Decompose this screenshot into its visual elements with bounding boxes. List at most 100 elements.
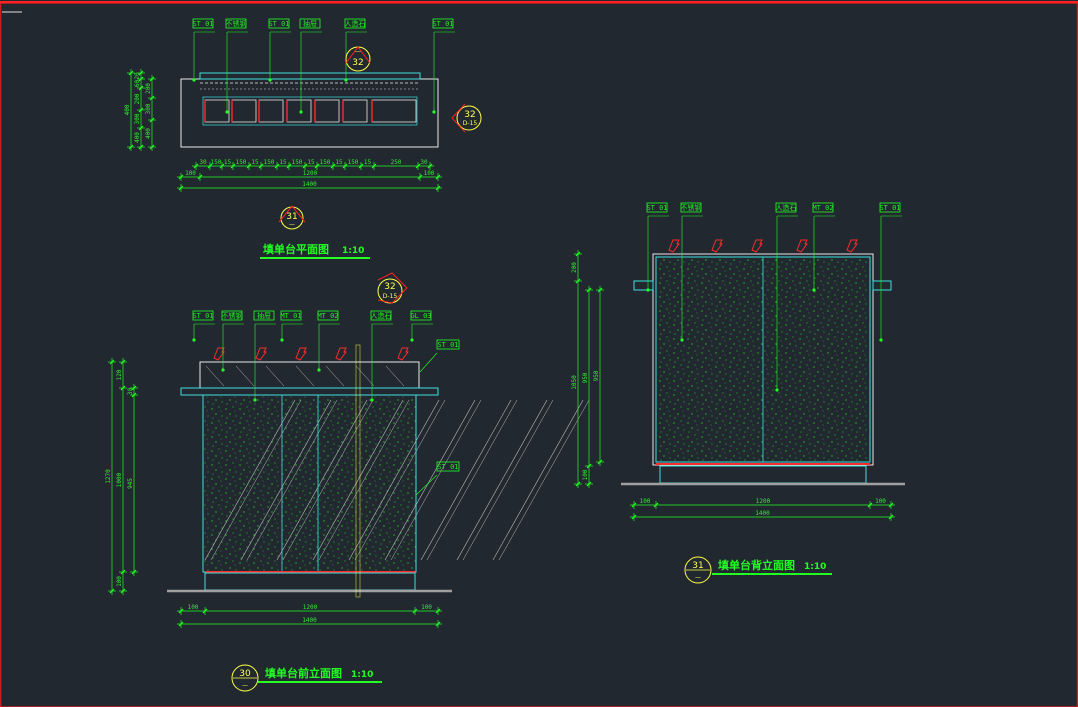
front-hand-symbol-3 (335, 347, 347, 361)
front-dim-row1-tick-0 (178, 608, 184, 614)
front-top-glass-1 (235, 365, 255, 387)
front-glass-line-8 (492, 399, 584, 561)
plan-dim-left-1-label-0: 20 (134, 72, 141, 80)
back-tag-4: ST 01 (879, 202, 902, 342)
back-dim-left-1-label-1: 1050 (571, 375, 578, 390)
plan-tag-5: ST 01 (432, 18, 455, 114)
back-dim-row1-tick-2 (867, 502, 873, 508)
back-title-bubble[interactable]: 31 — (684, 556, 712, 584)
plan-dim-row1-tick-15 (427, 163, 433, 169)
plan-tag-1-box (225, 18, 247, 29)
plan-tag-2-box (268, 18, 290, 29)
back-dim-left-1-tick-0 (575, 251, 581, 257)
back-tag-2: 人造石 (775, 202, 798, 392)
plan-dim-row1-tick-14 (415, 163, 421, 169)
plan-dim-row1-tick-8 (302, 163, 308, 169)
front-glass-line-b-1 (246, 399, 338, 561)
plan-dim-left-1-tick-3 (138, 107, 144, 113)
front-tag-0-label: ST 01 (192, 312, 213, 320)
front-side-tag-0-leader (419, 352, 438, 373)
back-dim-left-2-label-1: 100 (582, 469, 589, 480)
front-hand-symbol-0 (213, 347, 225, 361)
plan-dim-row2-label-1: 1200 (303, 170, 318, 177)
back-dim-left-1-label-0: 200 (571, 262, 578, 273)
plan-title: 填单台平面图 (263, 242, 329, 256)
front-side-marker-num: 32 (384, 282, 395, 292)
plan-dim-row1-tick-13 (371, 163, 377, 169)
plan-dim-row2-tick-1 (197, 174, 203, 180)
plan-dim-row1-tick-10 (330, 163, 336, 169)
front-plinth (204, 572, 416, 591)
front-side-tag-1-leader (415, 474, 438, 496)
back-dim-left-1-tick-2 (575, 481, 581, 487)
plan-tag-2-dot (268, 78, 272, 82)
front-dim-left-3-label-0: 30 (127, 388, 134, 396)
plan-tag-3-box (299, 18, 321, 29)
plan-tag-4-dot (344, 78, 348, 82)
plan-drawer-1 (231, 99, 257, 123)
front-dim-row1-label-1: 1200 (303, 604, 318, 611)
plan-dim-left-2-label-0: 200 (145, 83, 152, 94)
front-tag-3-dot (280, 338, 284, 342)
front-glass-line-b-4 (354, 399, 446, 561)
plan-tag-3-label: 抽屉 (303, 19, 317, 28)
front-glass-line-1 (240, 399, 332, 561)
back-dim-left-2-label-0: 950 (582, 372, 589, 383)
back-dim-total-tick-1 (888, 514, 894, 520)
plan-tag-1: 不锈钢 (225, 18, 248, 114)
back-dim-left-2: 950 100 (582, 286, 593, 488)
back-title-bubble-sub: — (695, 574, 701, 581)
plan-drawer-4 (314, 99, 340, 123)
front-title-bubble[interactable]: 30 — (231, 664, 259, 692)
plan-tag-2-label: ST 01 (268, 20, 289, 28)
front-scale: 1:10 (351, 670, 373, 680)
front-tag-5-dot (370, 398, 374, 402)
front-glass-line-b-2 (282, 399, 374, 561)
back-dim-total: 1400 (630, 510, 895, 521)
back-tag-3-dot (812, 288, 816, 292)
plan-dim-left-3-tick-0 (128, 70, 134, 76)
plan-dim-left-1-tick-4 (138, 125, 144, 131)
plan-drawer-6 (371, 99, 417, 123)
front-dim-left-1-label-0: 1270 (105, 469, 112, 484)
front-tag-1-box (221, 310, 243, 321)
plan-section-marker-sub: — (355, 48, 361, 55)
front-tag-2-box (253, 310, 275, 321)
front-glass-line-b-3 (318, 399, 410, 561)
plan-side-marker[interactable]: 32 D-15 (451, 103, 482, 133)
plan-tag-5-dot (432, 110, 436, 114)
back-right-ledge (872, 280, 892, 291)
plan-tag-0-dot (192, 78, 196, 82)
plan-dim-row1-label-3: 150 (236, 159, 247, 166)
front-glass-line-0 (204, 399, 296, 561)
plan-tag-4-box (344, 18, 366, 29)
front-dim-left-3-label-1: 945 (127, 478, 134, 489)
front-glass-line-5 (384, 399, 476, 561)
plan-dim-left-1-tick-5 (138, 144, 144, 150)
front-dim-left-2-label-2: 100 (116, 576, 123, 587)
front-title: 填单台前立面图 (265, 666, 342, 680)
back-tag-2-box (775, 202, 797, 213)
plan-drawer-3 (286, 99, 312, 123)
front-side-marker[interactable]: 32 D-15 (377, 272, 408, 304)
plan-dim-left-1-label-4: 400 (134, 132, 141, 143)
front-tag-2-dot (253, 398, 257, 402)
front-dim-left-2-label-1: 1000 (116, 472, 123, 487)
plan-section-marker[interactable]: — 32 (345, 46, 371, 72)
front-tag-1: 不锈钢 (221, 310, 244, 372)
plan-dim-row1-label-14: 30 (420, 159, 428, 166)
plan-dim-row1-label-1: 150 (211, 159, 222, 166)
front-glass-line-4 (348, 399, 440, 561)
back-dim-left-3-tick-0 (597, 287, 603, 293)
plan-title-bubble[interactable]: 31 — (278, 205, 306, 230)
